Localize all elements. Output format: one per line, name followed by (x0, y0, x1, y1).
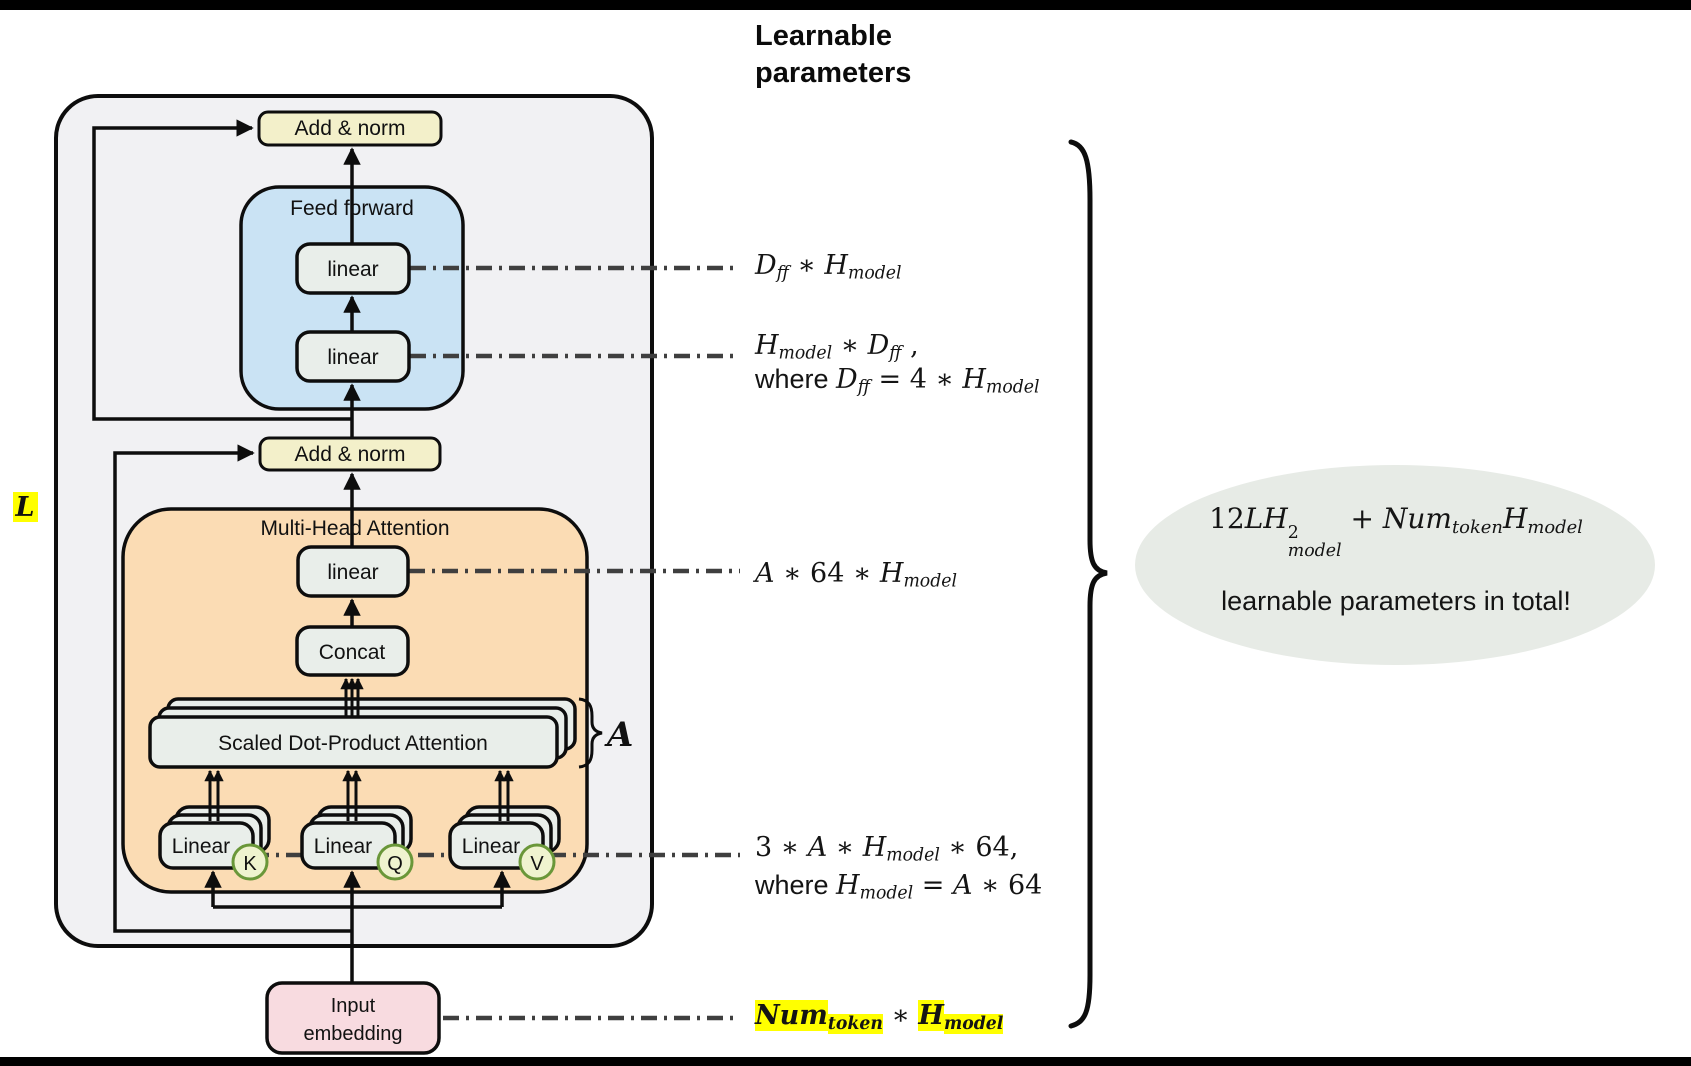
head-arrows (204, 677, 514, 821)
query-label: Q (387, 853, 403, 875)
feed-forward-title: Feed forward (290, 197, 414, 220)
heading-learnable-parameters: Learnable parameters (755, 18, 911, 92)
total-caption: learnable parameters in total! (1221, 586, 1571, 616)
heading-line-2: parameters (755, 57, 912, 89)
total-ellipse (1135, 465, 1655, 665)
mha-linear-box (296, 545, 410, 598)
sdpa-label: Scaled Dot-Product Attention (218, 732, 488, 755)
linear-q-label: Linear (314, 835, 372, 858)
formula-ff-linear-bottom-line2: where Dff = 4 ∗ Hmodel (755, 364, 1040, 398)
sdpa-stack (148, 697, 577, 769)
top-bar (0, 0, 1691, 10)
ff-linear-top-box (295, 242, 411, 295)
concat-label: Concat (319, 641, 386, 664)
formula-kqv-line1: 3 ∗ A ∗ Hmodel ∗ 64, (755, 832, 1019, 866)
formula-ff-linear-top: Dff ∗ Hmodel (755, 250, 902, 284)
linear-k-stack (158, 805, 271, 870)
input-embedding-box (265, 981, 441, 1055)
key-label: K (243, 853, 257, 875)
mha-title: Multi-Head Attention (260, 517, 449, 540)
linear-v-label: Linear (462, 835, 520, 858)
v-circle (518, 843, 556, 881)
layers-label-highlight (13, 492, 38, 522)
residual-feed-forward (92, 119, 352, 421)
ff-linear-bottom-label: linear (327, 346, 378, 369)
ff-linear-bottom-box (295, 330, 411, 383)
ff-linear-top-label: linear (327, 258, 378, 281)
total-brace (1068, 139, 1108, 1029)
add-norm-mid-box (258, 436, 442, 472)
k-circle (231, 843, 269, 881)
bottom-bar (0, 1057, 1691, 1066)
formula-kqv-line2: where Hmodel = A ∗ 64 (755, 870, 1043, 904)
concat-box (295, 625, 410, 677)
formula-ff-linear-bottom-line1: Hmodel ∗ Dff , (755, 330, 919, 364)
trunk-arrows (204, 147, 511, 983)
linear-k-label: Linear (172, 835, 230, 858)
input-embedding-label-2: embedding (304, 1023, 403, 1045)
mha-linear-label: linear (327, 561, 378, 584)
heads-brace (578, 697, 603, 769)
input-embedding-label-1: Input (331, 995, 376, 1017)
residual-attention (113, 444, 352, 933)
add-norm-top-box (257, 110, 443, 147)
formula-input-embedding: Numtoken ∗ Hmodel (755, 1000, 1004, 1034)
formula-mha-linear: A ∗ 64 ∗ Hmodel (755, 558, 957, 592)
sdpa-box-front (148, 715, 559, 769)
q-circle (376, 843, 414, 881)
add-norm-top-label: Add & norm (295, 117, 406, 140)
heading-line-1: Learnable (755, 20, 892, 52)
linear-q-stack (300, 805, 413, 870)
layers-label: L (15, 492, 35, 523)
add-norm-mid-label: Add & norm (295, 443, 406, 466)
heads-label: A (604, 715, 633, 755)
value-label: V (530, 853, 544, 875)
